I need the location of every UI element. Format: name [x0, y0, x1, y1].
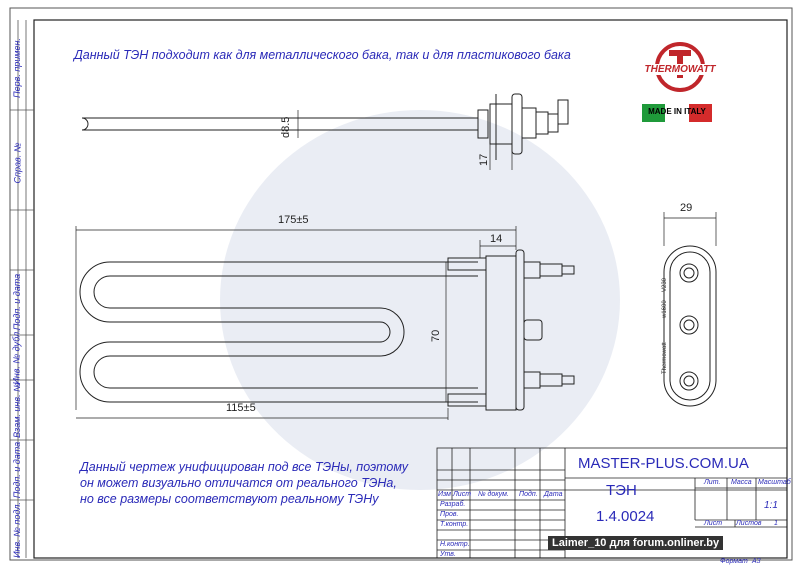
role-norm-control: Н.контр. [440, 541, 470, 548]
side-label-sign-date-2: Подп. и дата [12, 441, 22, 499]
role-tech-control: Т.контр. [440, 521, 469, 528]
flange-mark-w: w1600 [662, 300, 668, 318]
dim-side [75, 226, 517, 420]
dim-diameter: d8.5 [280, 116, 292, 138]
side-strip [10, 20, 34, 558]
hdr-date: Дата [544, 491, 563, 498]
flange-mark-brand: Thermowatt [662, 342, 668, 374]
hdr-sign: Подп. [519, 491, 538, 498]
dim-14: 14 [490, 233, 503, 245]
side-label-dup-inv: Инв. № дубл. [12, 329, 23, 385]
hdr-mass: Масса [731, 479, 752, 486]
bottom-note-line-1: Данный чертеж унифицирован под все ТЭНы,… [80, 460, 409, 474]
dim-inner-length: 115±5 [226, 402, 256, 414]
italy-flag-icon: MADE IN ITALY [642, 104, 712, 122]
dim-17: 17 [478, 153, 490, 166]
bottom-note-line-2: он может визуально отличатся от реальног… [80, 476, 397, 490]
rod-top-view [81, 93, 569, 160]
side-label-first-use: Перв. примен. [12, 38, 23, 98]
heater-side-view [79, 249, 575, 411]
role-approver: Утв. [440, 551, 456, 558]
outer-frame [9, 7, 793, 561]
bottom-note-line-3: но все размеры соответствуют реальному Т… [80, 492, 379, 506]
watermark-caption: Laimer_10 для forum.onliner.by [548, 536, 724, 550]
title-site: MASTER-PLUS.COM.UA [578, 455, 749, 472]
inner-frame [33, 19, 788, 559]
logo-brand: THERMOWATT [644, 64, 716, 75]
title-code: 1.4.0024 [596, 508, 655, 525]
title-block [436, 447, 788, 559]
dim-70: 70 [430, 329, 442, 342]
scale-value: 1:1 [764, 500, 778, 511]
hdr-scale: Масштаб [758, 479, 791, 486]
side-label-repl-inv: Взам. инв. № [12, 382, 23, 438]
side-label-sign-date-1: Подп. и дата [12, 273, 22, 331]
dim-flange [663, 212, 717, 246]
flange-front-view [663, 245, 717, 407]
top-note: Данный ТЭН подходит как для металлическо… [74, 48, 571, 62]
role-designer: Разраб. [440, 501, 466, 508]
dim-total-length: 175±5 [278, 214, 309, 226]
made-in-label: MADE IN ITALY [648, 107, 706, 116]
hdr-doc-no: № докум. [478, 491, 509, 498]
title-name: ТЭН [606, 482, 637, 499]
flange-mark-v: V230 [662, 277, 668, 292]
format-label: Формат [720, 558, 748, 565]
side-label-ref-no: Справ. № [12, 142, 23, 183]
dim-29: 29 [680, 202, 693, 214]
hdr-lit: Лит. [704, 479, 721, 486]
sheet-label: Лист [704, 520, 723, 527]
hdr-sheet: Лист [453, 491, 472, 498]
sheets-label: Листов [736, 520, 762, 527]
hdr-change: Изм [438, 491, 451, 498]
background-watermark [220, 110, 620, 490]
side-label-orig-inv: Инв. № подл. [12, 502, 23, 558]
role-checker: Пров. [440, 511, 459, 518]
dim-top [297, 110, 513, 170]
sheets-count: 1 [774, 520, 778, 527]
format-value: А3 [752, 558, 761, 565]
